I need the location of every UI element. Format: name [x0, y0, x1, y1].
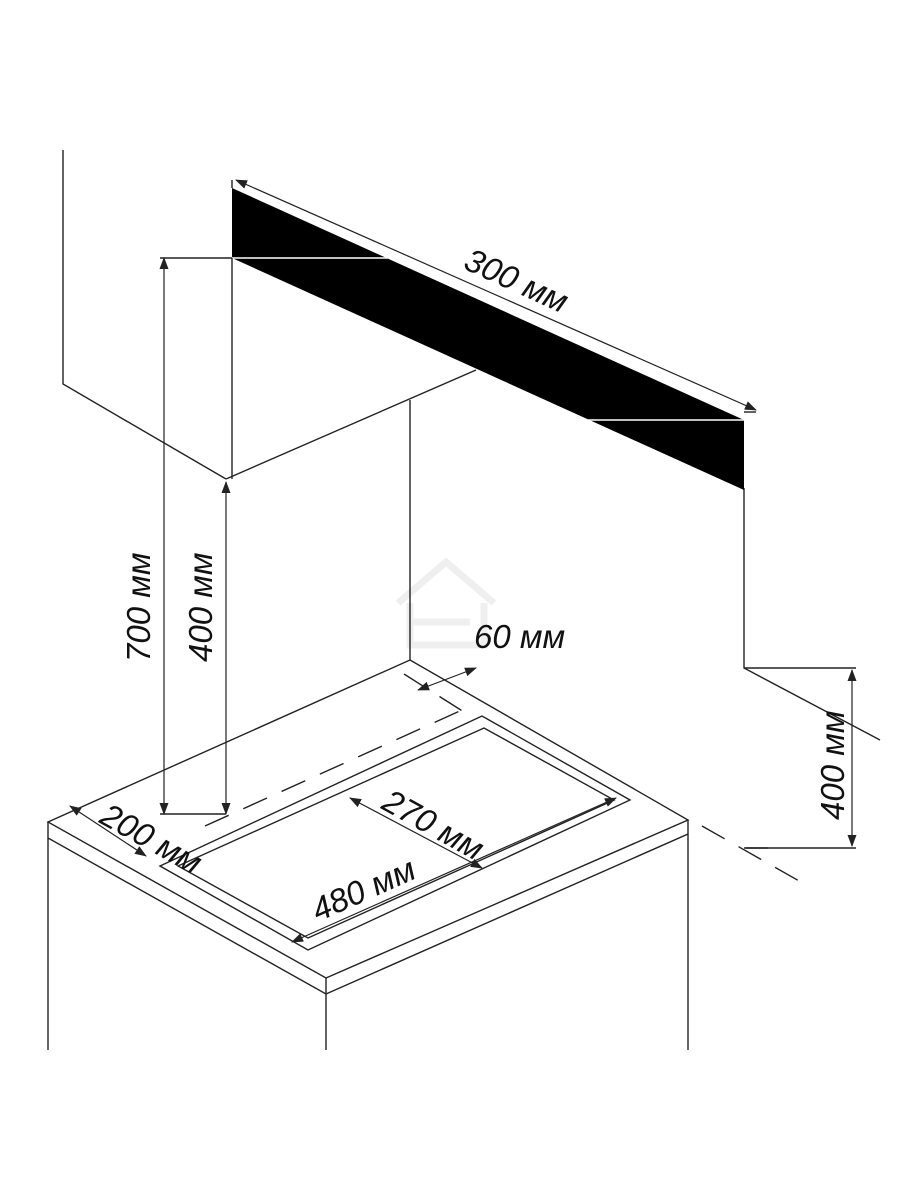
dim-60-label: 60 мм	[474, 618, 565, 655]
dim-300-arrow	[235, 179, 757, 411]
hood-front-panel	[232, 188, 744, 490]
dim-480-arrow	[291, 797, 617, 943]
hob-cooktop	[158, 715, 632, 951]
dim-270-label: 270 мм	[376, 781, 491, 867]
dim-480-label: 480 мм	[306, 850, 421, 928]
guide-lines	[204, 673, 809, 887]
dimension-arrows	[69, 179, 857, 943]
dim-200-arrow	[69, 805, 147, 857]
extension-lines	[160, 180, 856, 849]
dim-400-left-label: 400 мм	[182, 553, 219, 662]
range-hood	[225, 188, 744, 490]
dim-400-right-label: 400 мм	[814, 711, 851, 820]
kitchen-cabinet	[46, 659, 690, 1050]
dim-700-label: 700 мм	[120, 553, 157, 662]
dim-60-arrow	[417, 667, 477, 691]
dim-200-label: 200 мм	[94, 795, 209, 881]
